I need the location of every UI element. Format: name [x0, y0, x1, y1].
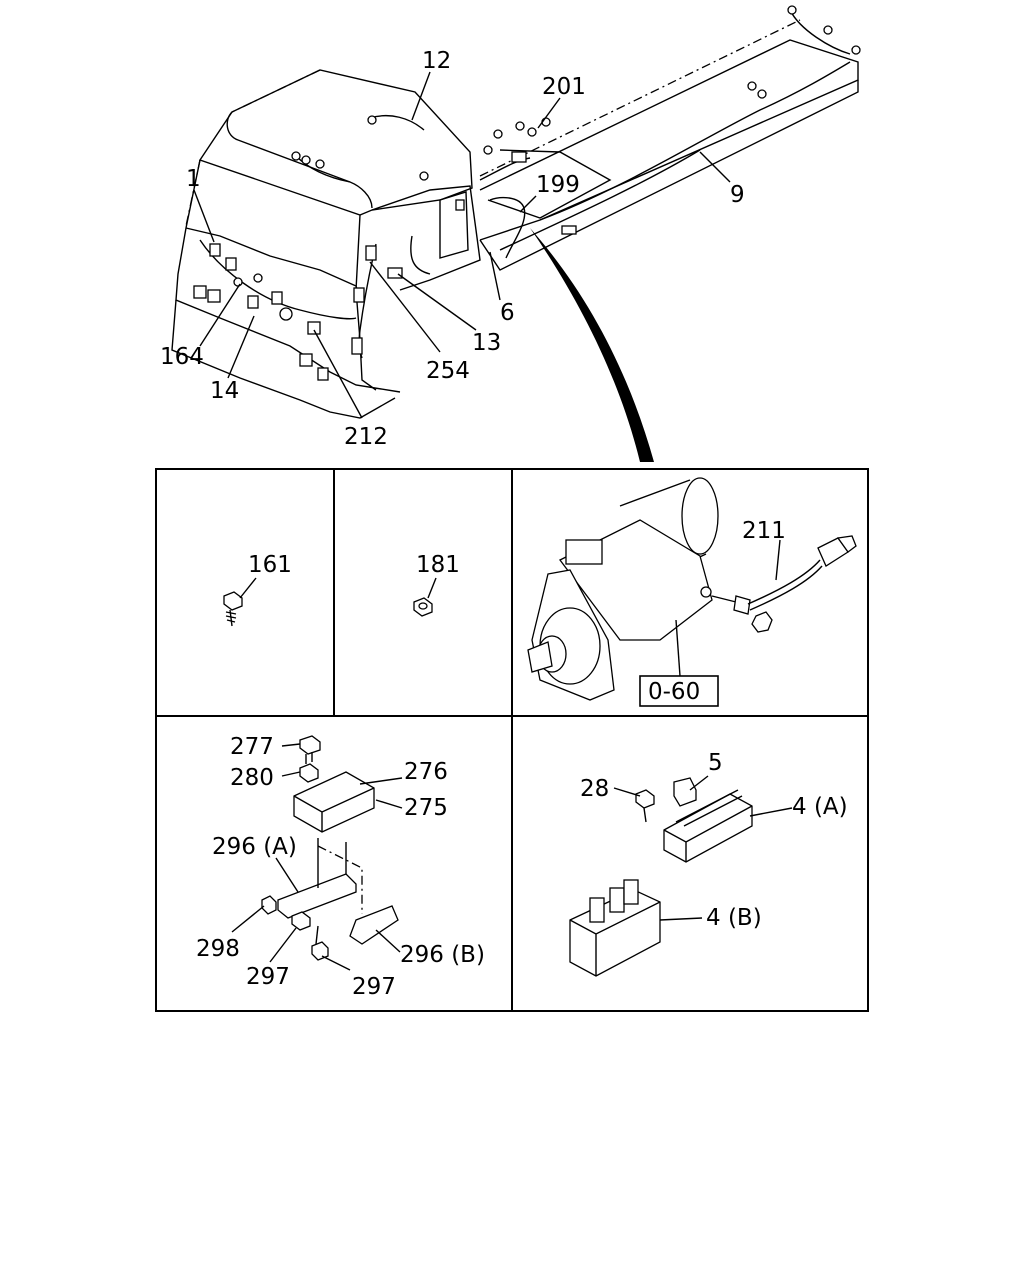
label-296b: 296 (B): [400, 942, 485, 968]
label-181: 181: [416, 552, 460, 578]
label-5: 5: [708, 750, 723, 776]
label-296a: 296 (A): [212, 834, 297, 860]
cab-frame-drawing: [171, 5, 861, 419]
label-297-left: 297: [246, 964, 290, 990]
detail-grid: [155, 468, 869, 1012]
nut-181-drawing: [413, 577, 437, 617]
starter-motor-drawing: [527, 477, 857, 701]
top-callouts: 1 12 201 199 9 6 13 254 164 14 212: [160, 48, 745, 450]
fuse-block-drawing: [569, 777, 753, 977]
label-4a: 4 (A): [792, 794, 848, 820]
label-277: 277: [230, 734, 274, 760]
callout-201: 201: [542, 74, 586, 100]
label-161: 161: [248, 552, 292, 578]
callout-164: 164: [160, 344, 204, 370]
callout-9: 9: [730, 182, 745, 208]
callout-13: 13: [472, 330, 501, 356]
fuse-leader-lines: [613, 775, 793, 921]
panel-161: 161: [223, 552, 292, 627]
bracket-assembly-drawing: [261, 735, 399, 961]
screw-161-drawing: [223, 577, 257, 627]
callout-254: 254: [426, 358, 470, 384]
label-4b: 4 (B): [706, 905, 762, 931]
ref-box-0-60: [639, 675, 719, 707]
bracket-leader-lines: [231, 743, 403, 971]
panel-fuse: 5 28 4 (A) 4 (B): [569, 750, 848, 977]
label-275: 275: [404, 795, 448, 821]
callout-14: 14: [210, 378, 239, 404]
label-211: 211: [742, 518, 786, 544]
callout-212: 212: [344, 424, 388, 450]
label-276: 276: [404, 759, 448, 785]
detail-pointer-arrow: [530, 228, 654, 462]
callout-12: 12: [422, 48, 451, 74]
label-298: 298: [196, 936, 240, 962]
ref-box-label: 0-60: [648, 679, 700, 705]
callout-1: 1: [186, 166, 201, 192]
callout-199: 199: [536, 172, 580, 198]
top-leader-lines: [193, 71, 731, 419]
label-280: 280: [230, 765, 274, 791]
label-28: 28: [580, 776, 609, 802]
panel-181: 181: [413, 552, 460, 617]
panel-bracket: 277 280 276 275 296 (A) 298 297 297 296 …: [196, 734, 485, 1000]
callout-6: 6: [500, 300, 515, 326]
panel-starter: 211 0-60: [527, 477, 857, 707]
label-297-right: 297: [352, 974, 396, 1000]
